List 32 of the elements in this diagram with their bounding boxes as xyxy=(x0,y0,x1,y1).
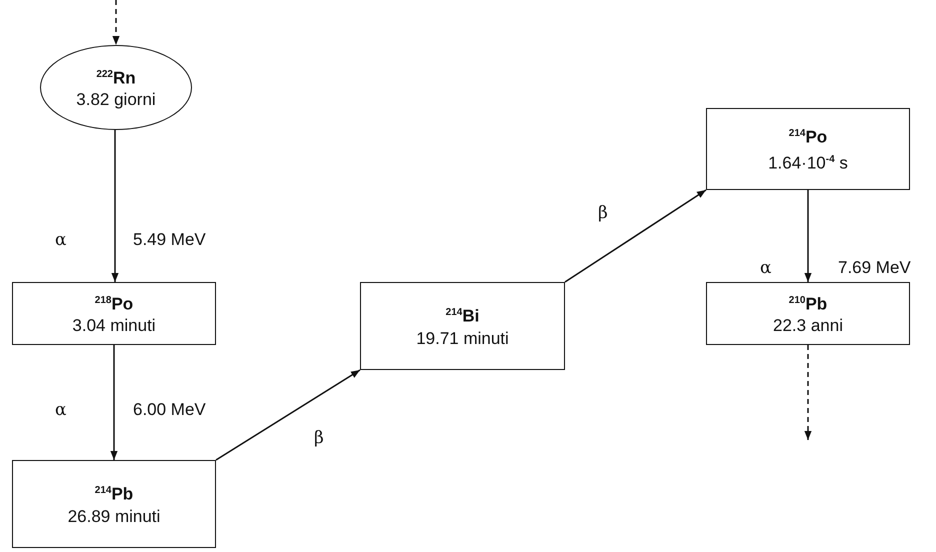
dashed-arrow xyxy=(804,345,812,440)
half-life: 19.71 minuti xyxy=(416,328,509,350)
decay-energy: 7.69 MeV xyxy=(838,258,911,278)
decay-energy: 5.49 MeV xyxy=(133,230,206,250)
nuclide-box xyxy=(12,282,216,345)
half-life: 3.82 giorni xyxy=(76,89,156,112)
half-life: 1.64·10$^{-4}$ s xyxy=(768,152,848,175)
arrow xyxy=(110,345,118,460)
arrow xyxy=(111,130,119,282)
decay-type: α xyxy=(55,400,66,420)
nuclide-box xyxy=(706,108,910,190)
nuclide-symbol: $^{214}$Pb xyxy=(94,484,134,506)
nuclide-box xyxy=(706,282,910,345)
decay-type: α xyxy=(760,258,772,278)
decay-energy: 6.00 MeV xyxy=(133,400,206,420)
nuclide-box xyxy=(12,460,216,548)
nuclide-symbol: $^{222}$Rn xyxy=(96,67,136,90)
edge-label: β xyxy=(598,203,608,223)
half-life: 3.04 minuti xyxy=(72,315,156,338)
nuclide-symbol: $^{218}$Po xyxy=(94,293,134,316)
nuclide-symbol: $^{210}$Pb xyxy=(788,293,828,316)
arrow xyxy=(564,189,706,283)
dashed-arrow xyxy=(112,0,120,45)
arrow xyxy=(216,369,360,461)
nuclide-symbol: $^{214}$Bi xyxy=(446,306,480,328)
decay-type: α xyxy=(55,230,66,250)
edge-label: β xyxy=(314,428,324,448)
nuclide-symbol: $^{214}$Po xyxy=(788,127,828,149)
half-life: 22.3 anni xyxy=(773,315,843,338)
half-life: 26.89 minuti xyxy=(68,506,160,528)
nuclide-box xyxy=(360,282,565,370)
arrow xyxy=(804,190,812,282)
